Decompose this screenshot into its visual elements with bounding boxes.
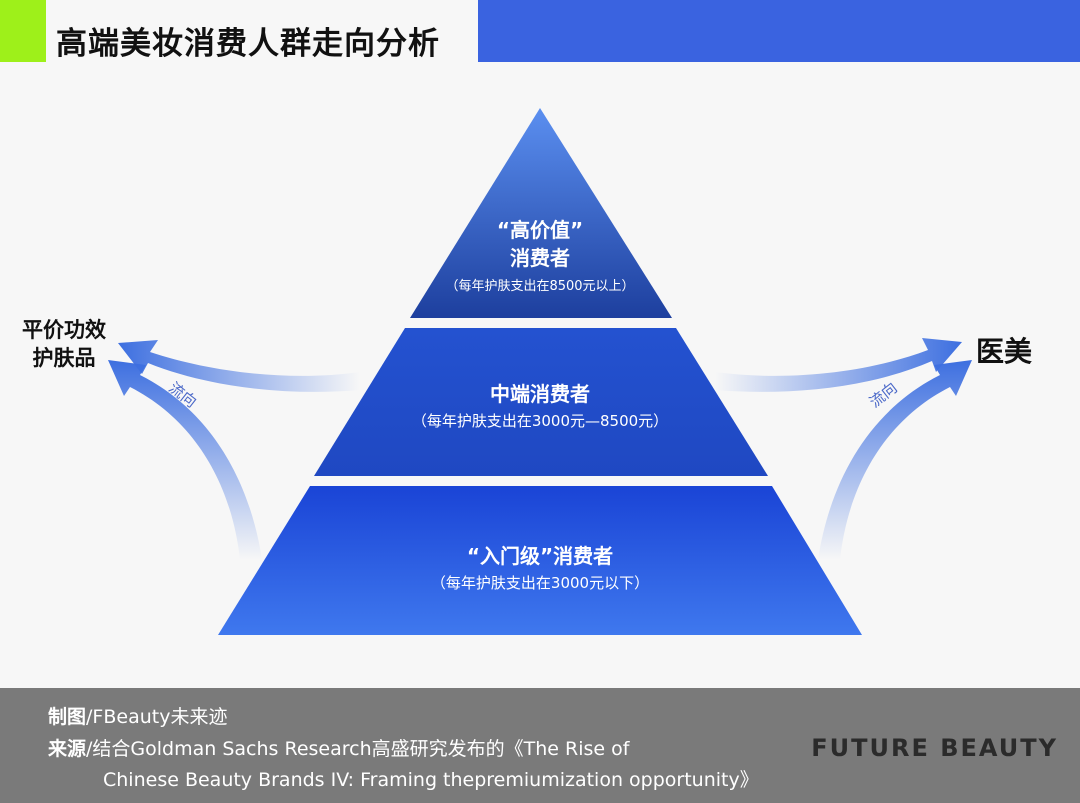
right-lower-arrow-icon — [818, 360, 972, 560]
left-target-label: 平价功效 护肤品 — [14, 316, 114, 372]
chart-credit: 制图/FBeauty未来迹 — [48, 702, 227, 729]
tier-top-detail: （每年护肤支出在8500元以上） — [445, 279, 635, 294]
right-target-label: 医美 — [976, 335, 1033, 368]
tier-bottom-line1: “入门级”消费者 — [466, 544, 614, 568]
source-credit-line2: Chinese Beauty Brands IV: Framing thepre… — [103, 769, 759, 791]
pyramid-tier-middle — [314, 328, 768, 476]
left-target-line1: 平价功效 — [22, 318, 106, 342]
tier-top-text: “高价值” 消费者 （每年护肤支出在8500元以上） — [420, 216, 660, 298]
tier-bottom-detail: （每年护肤支出在3000元以下） — [430, 574, 650, 592]
brand-logo-text: FUTURE BEAUTY — [811, 734, 1058, 762]
pyramid-diagram — [108, 108, 972, 635]
footer: 制图/FBeauty未来迹 来源/结合Goldman Sachs Researc… — [0, 688, 1080, 803]
pyramid-tier-top — [410, 108, 672, 318]
tier-top-line2: 消费者 — [510, 246, 570, 270]
tier-middle-detail: （每年护肤支出在3000元—8500元） — [411, 412, 669, 430]
chart-credit-value: /FBeauty未来迹 — [86, 706, 228, 728]
header-bar: 高端美妆消费人群走向分析 — [0, 0, 1080, 62]
source-credit: 来源/结合Goldman Sachs Research高盛研究发布的《The R… — [48, 734, 629, 761]
pyramid-tier-bottom — [218, 486, 862, 635]
tier-bottom-text: “入门级”消费者 （每年护肤支出在3000元以下） — [340, 542, 740, 594]
accent-square — [0, 0, 46, 62]
header-blue-bar — [478, 0, 1080, 62]
right-upper-arrow-icon — [715, 338, 962, 392]
left-lower-arrow-icon — [108, 360, 262, 560]
source-credit-line1: /结合Goldman Sachs Research高盛研究发布的《The Ris… — [86, 738, 630, 760]
tier-top-line1: “高价值” — [496, 218, 584, 242]
left-upper-arrow-icon — [118, 340, 360, 392]
tier-middle-text: 中端消费者 （每年护肤支出在3000元—8500元） — [340, 380, 740, 432]
tier-middle-line1: 中端消费者 — [490, 382, 590, 406]
source-credit-label: 来源 — [48, 738, 87, 760]
page-title: 高端美妆消费人群走向分析 — [56, 26, 440, 62]
left-target-line2: 护肤品 — [32, 346, 96, 370]
chart-credit-label: 制图 — [48, 706, 87, 728]
